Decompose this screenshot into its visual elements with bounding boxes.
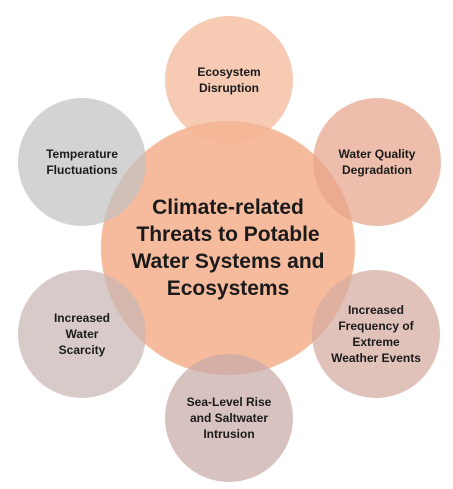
water-quality-degradation-circle (313, 98, 441, 226)
temperature-fluctuations-label: Temperature Fluctuations (46, 147, 118, 177)
water-quality-degradation-label: Water Quality Degradation (338, 147, 416, 177)
temperature-fluctuations-circle (18, 98, 146, 226)
ecosystem-disruption-label: Ecosystem Disruption (197, 65, 261, 95)
center-label: Climate-related Threats to Potable Water… (131, 196, 325, 300)
sea-level-rise-circle (165, 354, 293, 482)
water-scarcity-label: Increased Water Scarcity (53, 311, 111, 357)
extreme-weather-events-label: Increased Frequency of Extreme Weather E… (331, 303, 421, 365)
extreme-weather-events-circle (312, 270, 440, 398)
sea-level-rise-label: Sea-Level Rise and Saltwater Intrusion (186, 395, 272, 441)
water-scarcity-circle (18, 270, 146, 398)
ecosystem-disruption-circle (165, 16, 293, 144)
